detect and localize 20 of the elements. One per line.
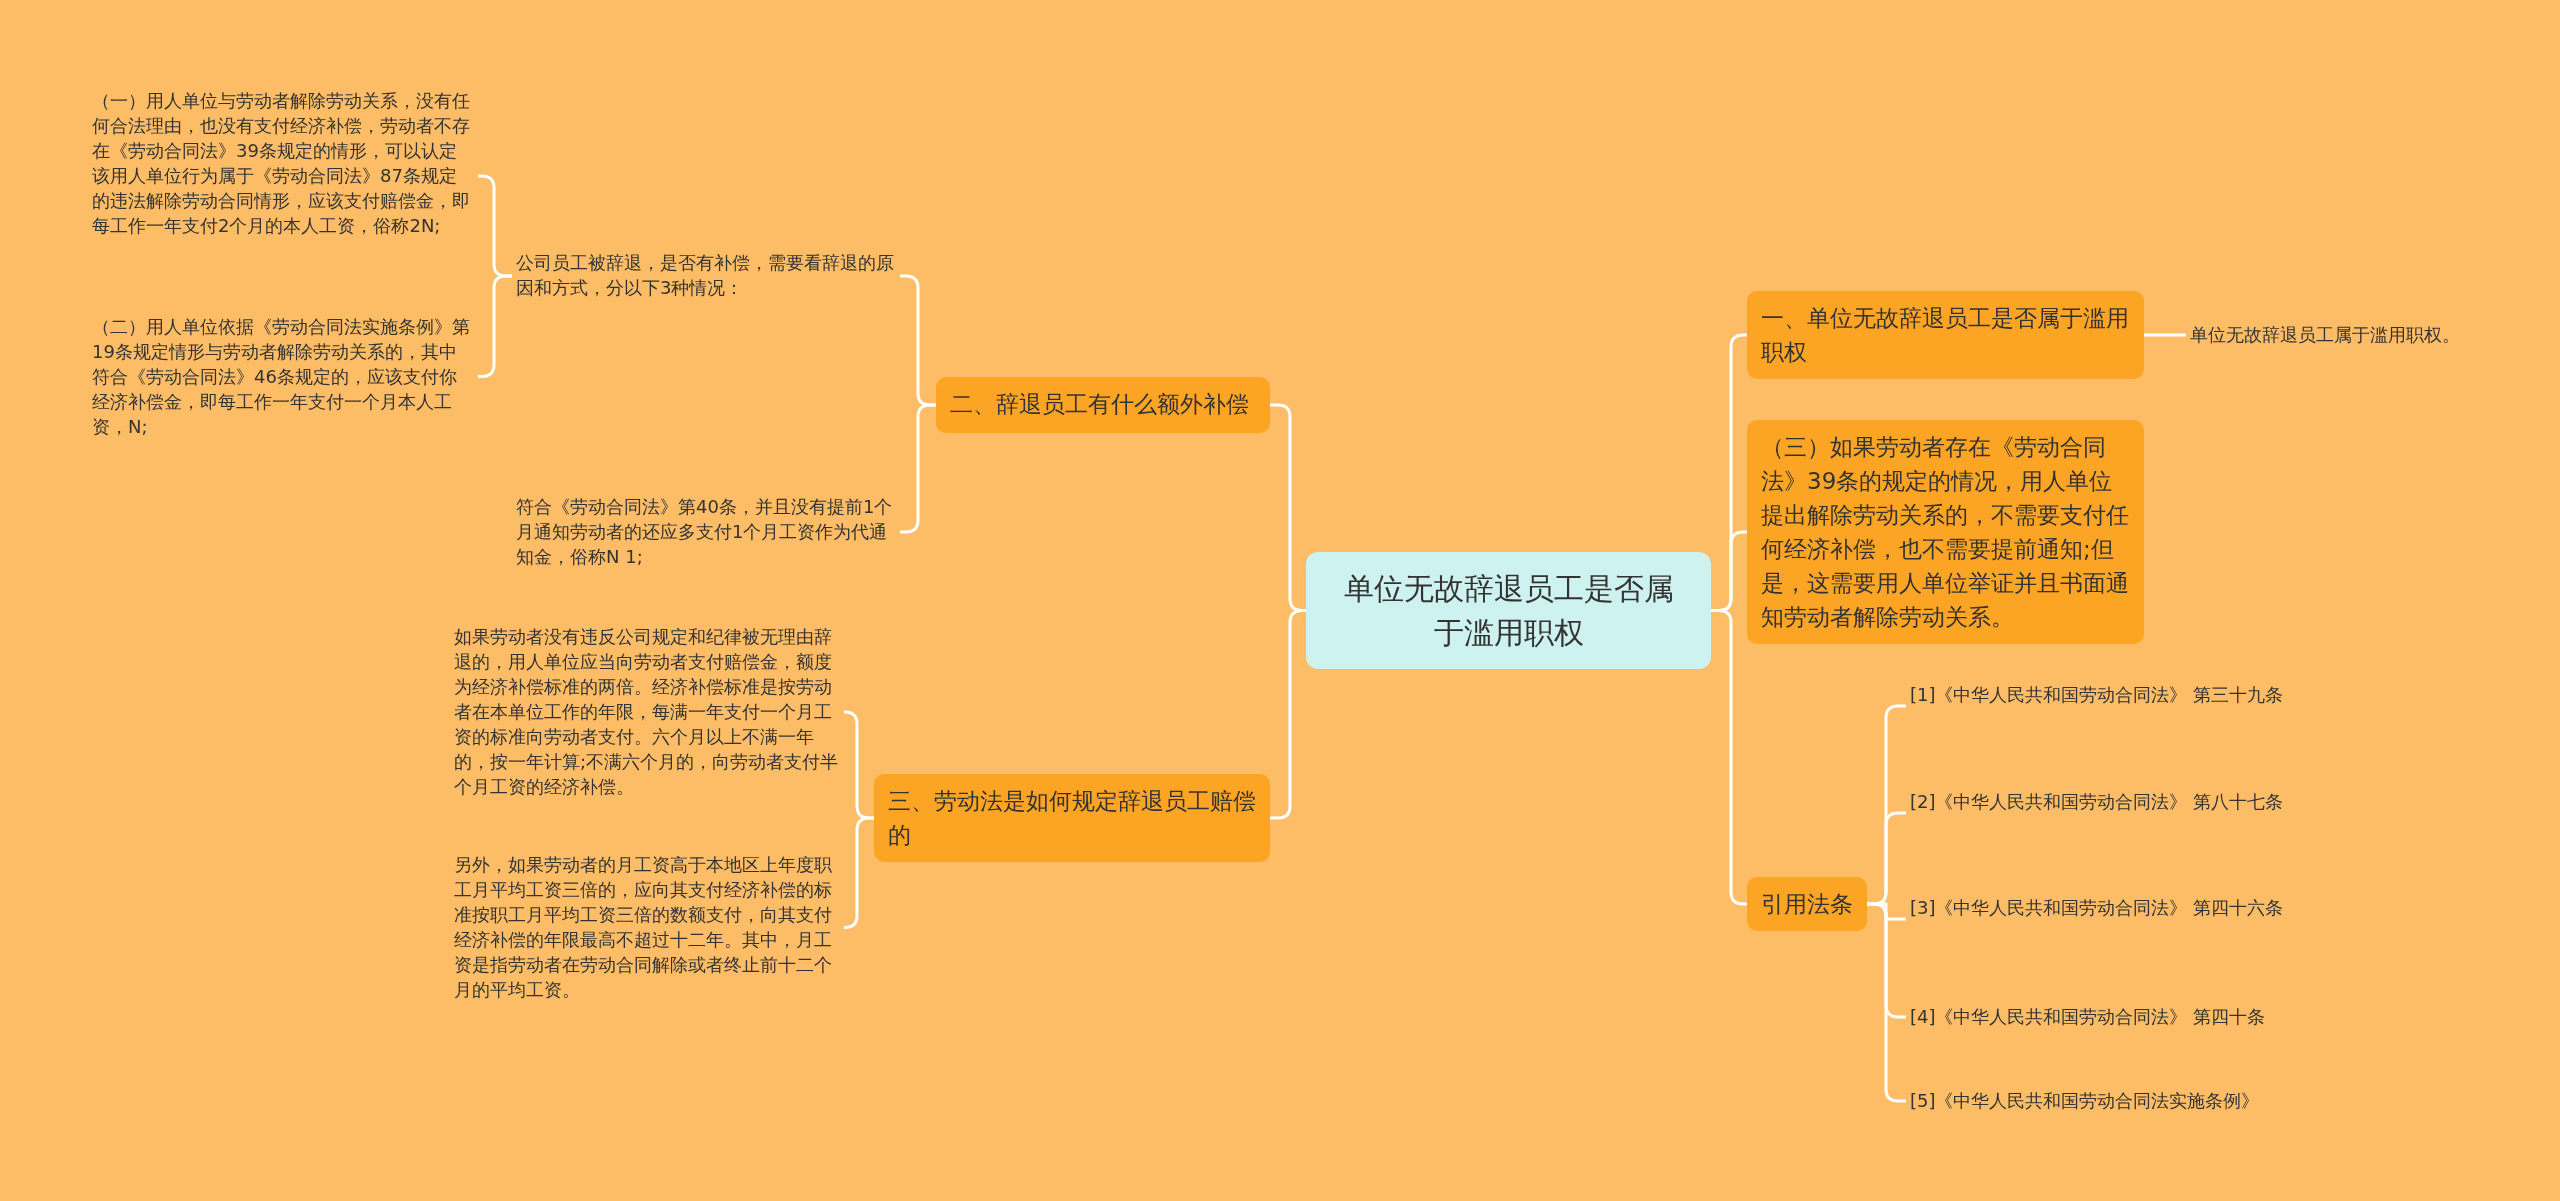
branch-text: [2]《中华人民共和国劳动合同法》 第八十七条 bbox=[1906, 787, 2296, 839]
connector-line bbox=[843, 816, 874, 929]
branch-text: 如果劳动者没有违反公司规定和纪律被无理由辞退的，用人单位应当向劳动者支付赔偿金，额度为经济补偿标准的两倍。经济补偿标准是按劳动者在本单位工作的年限，每满一年支付一个月工资的标准向劳动者支付。六个月以上不满一年的，按一年计算;不满六个月的，向劳动者支付半个月工资的经济补偿。 bbox=[450, 622, 844, 802]
branch-text: [4]《中华人民共和国劳动合同法》 第四十条 bbox=[1906, 1002, 2296, 1032]
branch-text: （一）用人单位与劳动者解除劳动关系，没有任何合法理由，也没有支付经济补偿，劳动者不存在《劳动合同法》39条规定的情形，可以认定该用人单位行为属于《劳动合同法》87条规定的违法解除劳动合同情形，应该支付赔偿金，即每工作一年支付2个月的本人工资，俗称2N; bbox=[88, 86, 478, 266]
branch-text: [3]《中华人民共和国劳动合同法》 第四十六条 bbox=[1906, 893, 2296, 945]
branch-text: 公司员工被辞退，是否有补偿，需要看辞退的原因和方式，分以下3种情况： bbox=[512, 248, 900, 304]
topic-box: 引用法条 bbox=[1747, 877, 1867, 931]
central-topic-box: 单位无故辞退员工是否属于滥用职权 bbox=[1306, 552, 1711, 669]
topic-box: 一、单位无故辞退员工是否属于滥用职权 bbox=[1747, 291, 2144, 379]
topic-box: 二、辞退员工有什么额外补偿 bbox=[936, 377, 1270, 433]
branch-text: [5]《中华人民共和国劳动合同法实施条例》 bbox=[1906, 1086, 2296, 1116]
branch-text: 单位无故辞退员工属于滥用职权。 bbox=[2186, 320, 2476, 350]
connector-line bbox=[2144, 333, 2186, 337]
branch-text: 符合《劳动合同法》第40条，并且没有提前1个月通知劳动者的还应多支付1个月工资作为代通知金，俗称N 1; bbox=[512, 492, 900, 572]
branch-text: 另外，如果劳动者的月工资高于本地区上年度职工月平均工资三倍的，应向其支付经济补偿的标准按职工月平均工资三倍的数额支付，向其支付经济补偿的年限最高不超过十二年。其中，月工资是指劳动者在劳动合同解除或者终止前十二个月的平均工资。 bbox=[450, 850, 844, 1005]
topic-box: 三、劳动法是如何规定辞退员工赔偿的 bbox=[874, 774, 1270, 862]
branch-text: [1]《中华人民共和国劳动合同法》 第三十九条 bbox=[1906, 680, 2296, 732]
branch-text: （二）用人单位依据《劳动合同法实施条例》第19条规定情形与劳动者解除劳动关系的，其中符合《劳动合同法》46条规定的，应该支付你经济补偿金，即每工作一年支付一个月本人工资，N; bbox=[88, 312, 478, 441]
topic-box: （三）如果劳动者存在《劳动合同法》39条的规定的情况，用人单位提出解除劳动关系的，不需要支付任何经济补偿，也不需要提前通知;但是，这需要用人单位举证并且书面通知劳动者解除劳动关系。 bbox=[1747, 420, 2144, 644]
